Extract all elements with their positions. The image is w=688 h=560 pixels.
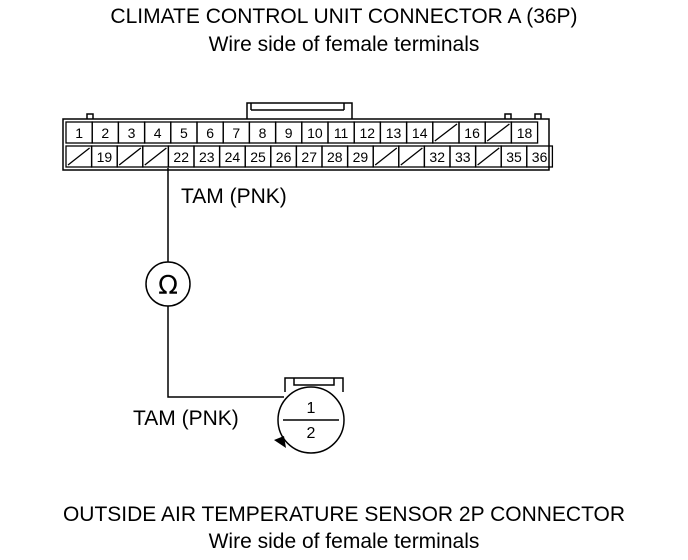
unused-terminal-slash (477, 147, 500, 166)
unused-terminal-slash (67, 147, 91, 166)
terminal-number: 35 (506, 149, 522, 165)
terminal-number: 28 (327, 149, 343, 165)
terminal-cell (510, 121, 539, 144)
unused-terminal-slash (374, 147, 398, 166)
terminal-number: 2 (101, 125, 109, 141)
terminal-number: 25 (250, 149, 266, 165)
terminal-number: 33 (455, 149, 471, 165)
terminal-number: 4 (154, 125, 162, 141)
unused-terminal-slash (118, 147, 142, 166)
terminal-number: 27 (301, 149, 317, 165)
wire-label-bottom: TAM (PNK) (133, 407, 239, 430)
unused-terminal-slash (434, 123, 458, 142)
terminal-number: 32 (429, 149, 445, 165)
terminal-number: 12 (360, 125, 376, 141)
terminal-number: 14 (412, 125, 428, 141)
sensor-pin-2: 2 (307, 425, 316, 442)
terminal-number: 16 (464, 125, 480, 141)
terminal-number: 8 (259, 125, 267, 141)
terminal-number: 19 (97, 149, 113, 165)
terminal-number: 7 (232, 125, 240, 141)
terminal-cell (526, 145, 554, 168)
terminal-number: 9 (285, 125, 293, 141)
terminal-number: 36 (532, 149, 548, 165)
terminal-number: 18 (517, 125, 533, 141)
ohm-symbol: Ω (158, 271, 178, 301)
terminal-number: 1 (75, 125, 83, 141)
unused-terminal-slash (144, 147, 167, 166)
sensor-connector-title: OUTSIDE AIR TEMPERATURE SENSOR 2P CONNEC… (62, 503, 626, 526)
wire-label-top: TAM (PNK) (181, 185, 287, 208)
wire-to-sensor-pin-1 (167, 306, 284, 398)
terminal-number: 22 (173, 149, 189, 165)
connector-a-title: CLIMATE CONTROL UNIT CONNECTOR A (36P) (110, 5, 578, 28)
terminal-number: 10 (307, 125, 323, 141)
terminal-number: 23 (199, 149, 215, 165)
terminal-number: 6 (206, 125, 214, 141)
connector-a-subtitle: Wire side of female terminals (208, 33, 480, 56)
terminal-number: 3 (128, 125, 136, 141)
terminal-number: 13 (386, 125, 402, 141)
connector-a-housing (62, 102, 550, 171)
terminal-number: 29 (353, 149, 369, 165)
connector-a-bottom-row: 19 22 23 24 25 26 27 28 29 32 33 35 36 (65, 145, 554, 168)
terminal-number: 26 (276, 149, 292, 165)
sensor-pin-1: 1 (307, 400, 316, 417)
unused-terminal-slash (400, 147, 423, 166)
unused-terminal-slash (486, 123, 510, 142)
sensor-connector-subtitle: Wire side of female terminals (208, 530, 480, 553)
terminal-number: 11 (334, 125, 349, 141)
sensor-connector-housing (274, 377, 345, 454)
terminal-number: 5 (180, 125, 188, 141)
terminal-number: 24 (225, 149, 241, 165)
